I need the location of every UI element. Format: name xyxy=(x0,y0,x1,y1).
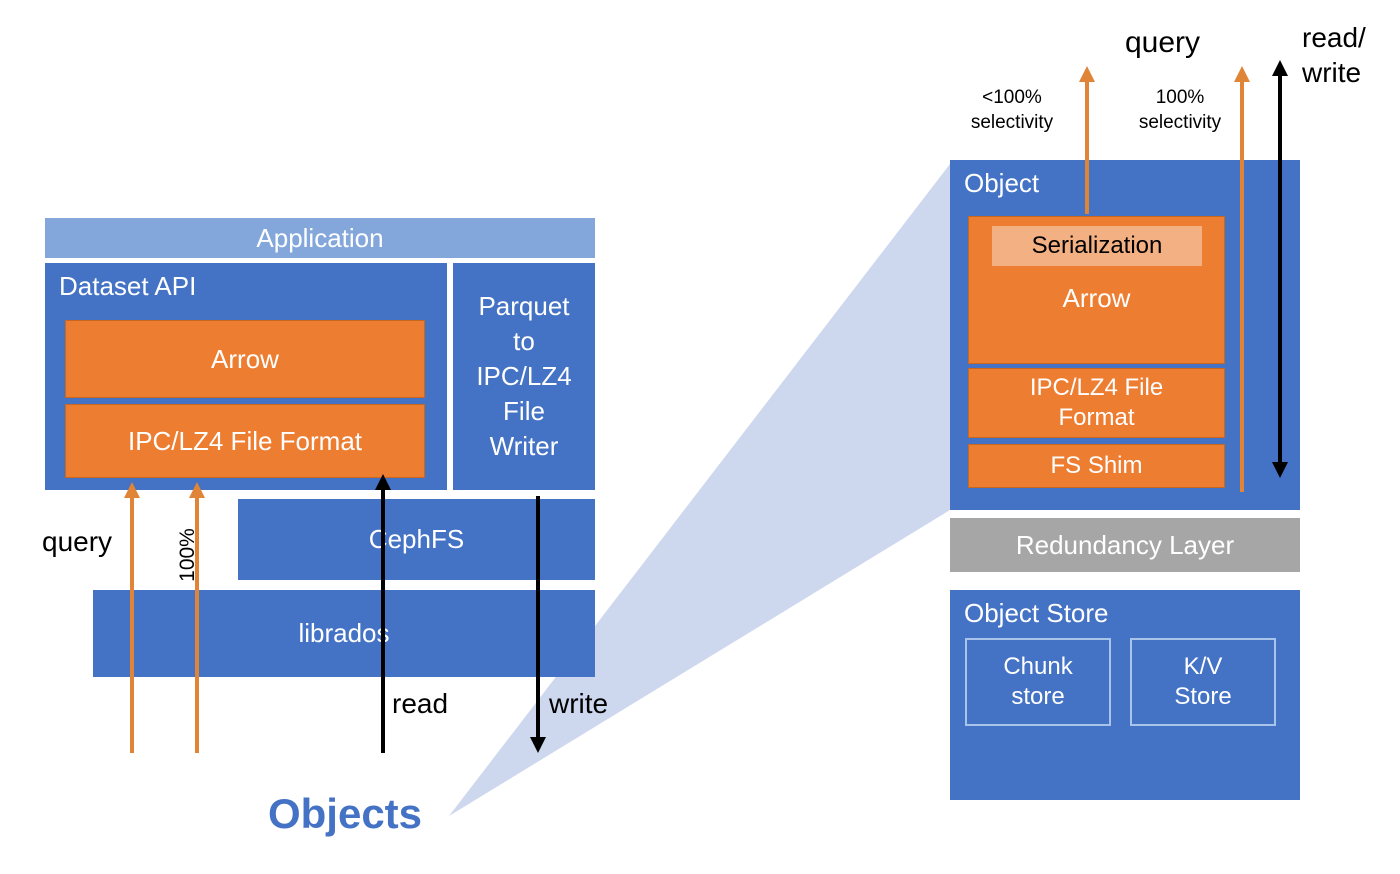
dataset-api-box: Dataset API Arrow IPC/LZ4 File Format xyxy=(45,263,447,490)
redundancy-layer-box: Redundancy Layer xyxy=(950,518,1300,572)
write-label: write xyxy=(549,688,609,719)
fs-shim-box: FS Shim xyxy=(968,444,1225,488)
object-store-label: Object Store xyxy=(964,598,1109,628)
parquet-writer-box: Parquet to IPC/LZ4 File Writer xyxy=(453,263,595,490)
arrow-label: Arrow xyxy=(211,343,279,374)
object-store-box: Object Store Chunk store K/V Store xyxy=(950,590,1300,800)
kv-store-box: K/V Store xyxy=(1130,638,1276,726)
query-label-left: query xyxy=(42,526,113,557)
librados-label: librados xyxy=(298,618,390,648)
objects-label: Objects xyxy=(267,790,423,837)
dataset-api-label: Dataset API xyxy=(59,271,197,301)
cephfs-box: CephFS xyxy=(238,499,595,580)
ipc-lz4-file-format-box-right: IPC/LZ4 File Format xyxy=(968,368,1225,438)
fs-shim-label: FS Shim xyxy=(1050,452,1143,479)
object-box: Object Serialization Arrow IPC/LZ4 File … xyxy=(950,160,1300,510)
serialization-highlight: Serialization xyxy=(992,226,1202,266)
read-write-label: read/ write xyxy=(1302,22,1366,88)
application-label: Application xyxy=(256,222,384,253)
read-label: read xyxy=(392,688,449,719)
ipc-lz4-file-format-label: IPC/LZ4 File Format xyxy=(127,425,363,456)
full-selectivity-label: 100% selectivity xyxy=(1138,87,1222,133)
query-label-right: query xyxy=(1125,26,1201,59)
lt-100-selectivity-label: <100% selectivity xyxy=(970,87,1054,133)
object-label: Object xyxy=(964,168,1040,198)
selectivity-100-label-left: 100% xyxy=(176,528,199,582)
chunk-store-label: Chunk store xyxy=(1003,653,1073,710)
serialization-label: Serialization xyxy=(1031,232,1163,259)
parquet-writer-label: Parquet to IPC/LZ4 File Writer xyxy=(476,290,572,462)
cephfs-label: CephFS xyxy=(368,524,465,554)
arrow-box: Arrow xyxy=(65,320,425,398)
serialization-arrow-box: Serialization Arrow xyxy=(968,216,1225,364)
ipc-lz4-file-format-label-right: IPC/LZ4 File Format xyxy=(1029,374,1164,431)
chunk-store-box: Chunk store xyxy=(965,638,1111,726)
arrow-label-right: Arrow xyxy=(1062,283,1131,313)
ipc-lz4-file-format-box: IPC/LZ4 File Format xyxy=(65,404,425,478)
redundancy-layer-label: Redundancy Layer xyxy=(1015,529,1235,560)
application-box: Application xyxy=(45,218,595,258)
kv-store-label: K/V Store xyxy=(1174,653,1232,710)
librados-box: librados xyxy=(93,590,595,677)
